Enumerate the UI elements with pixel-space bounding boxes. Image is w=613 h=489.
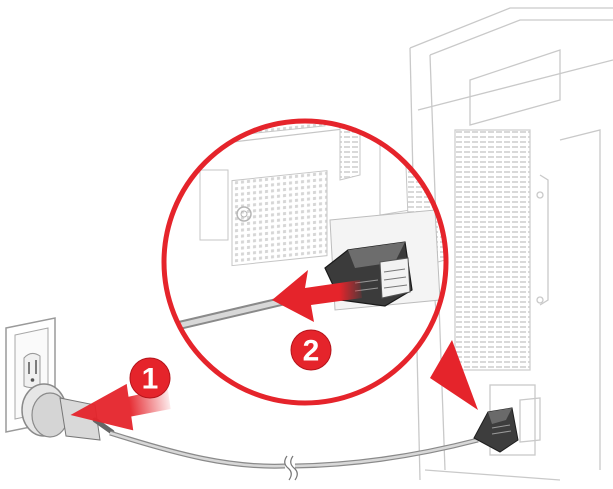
magnifier-circle-icon <box>161 118 478 410</box>
step-1-badge: 1 <box>129 357 171 399</box>
step-1-number: 1 <box>142 363 159 396</box>
step-2-badge: 2 <box>290 329 332 371</box>
step-2-arrow-icon <box>272 270 362 322</box>
wall-outlet-icon <box>5 317 69 438</box>
step-2-number: 2 <box>303 335 320 368</box>
power-cord-icon <box>59 397 519 481</box>
printer-icon <box>409 7 613 481</box>
